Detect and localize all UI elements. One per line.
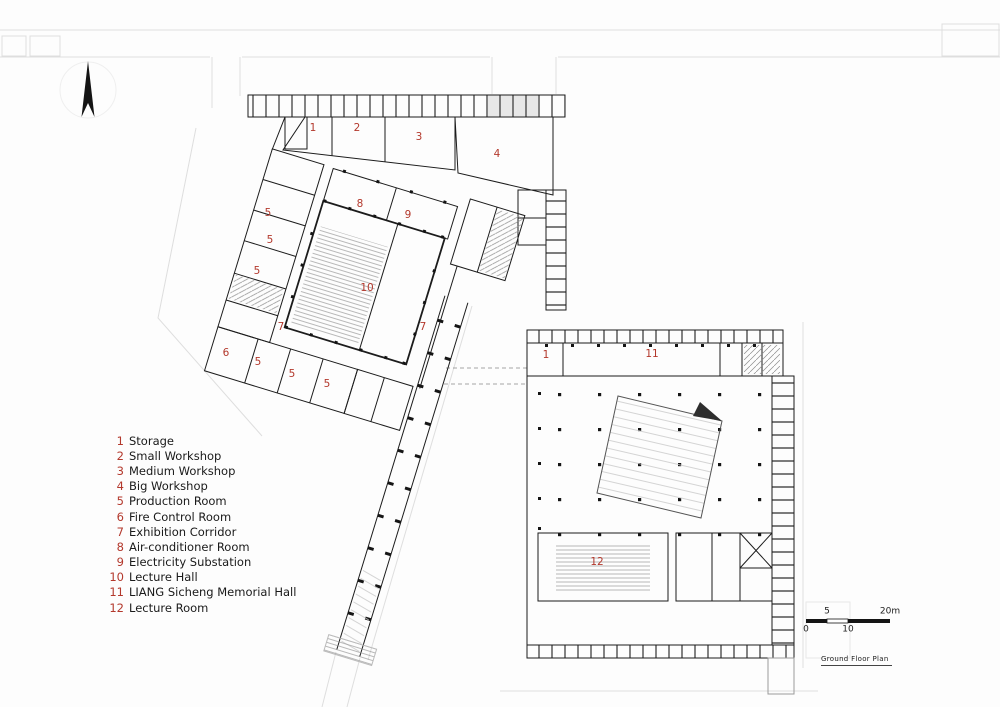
site-context-lines [0, 23, 1000, 707]
stair-hatch [228, 274, 284, 314]
legend-item-number: 3 [116, 463, 124, 478]
room-number-label: 7 [277, 320, 285, 333]
legend-item: 11 LIANG Sicheng Memorial Hall [108, 585, 296, 600]
lower-building [526, 329, 795, 695]
legend-item-number: 2 [116, 448, 124, 463]
bottom-wing-rooms [203, 326, 359, 415]
legend-item: 3 Medium Workshop [108, 463, 296, 478]
legend-item-label: Lecture Room [129, 600, 209, 615]
legend-item-number: 6 [116, 509, 124, 524]
legend-item-number: 12 [109, 600, 124, 615]
rooms-8-9-block [322, 167, 459, 240]
room-4-big-workshop [454, 116, 554, 196]
room-number-label: 5 [264, 206, 272, 219]
drawing-title: Ground Floor Plan [821, 655, 892, 666]
legend-item-label: Exhibition Corridor [129, 524, 237, 539]
legend-item-number: 7 [116, 524, 124, 539]
scale-label: 5 [824, 606, 830, 617]
legend-item-label: LIANG Sicheng Memorial Hall [129, 585, 297, 600]
room-number-label: 8 [356, 197, 364, 210]
room-number-label: 5 [323, 377, 331, 390]
room-number-label: 5 [253, 264, 261, 277]
room-number-label: 12 [590, 555, 604, 568]
room-number-label: 4 [493, 147, 501, 160]
legend-item-number: 10 [109, 570, 124, 585]
scale-label: 10 [842, 624, 854, 635]
legend-item: 10 Lecture Hall [108, 570, 296, 585]
room-number-label: 5 [254, 355, 262, 368]
legend-item-label: Storage [129, 433, 174, 448]
room-number-label: 6 [222, 346, 230, 359]
legend-item: 6 Fire Control Room [108, 509, 296, 524]
legend-item-label: Big Workshop [129, 479, 208, 494]
room-number-label: 5 [266, 233, 274, 246]
legend-item: 2 Small Workshop [108, 448, 296, 463]
scale-label: 20m [879, 606, 901, 617]
room-number-label: 1 [309, 121, 317, 134]
legend-item: 4 Big Workshop [108, 479, 296, 494]
legend-item-number: 1 [116, 433, 124, 448]
north-arrow-icon [59, 61, 117, 119]
legend-item: 8 Air-conditioner Room [108, 539, 296, 554]
upper-building [247, 94, 567, 385]
scale-label: 0 [803, 624, 809, 635]
legend-item: 12 Lecture Room [108, 600, 296, 615]
legend-item-number: 5 [116, 494, 124, 509]
room-number-label: 7 [419, 320, 427, 333]
legend-item-label: Medium Workshop [129, 463, 236, 478]
room-number-label: 5 [288, 367, 296, 380]
legend-item: 1 Storage [108, 433, 296, 448]
legend-item-label: Air-conditioner Room [129, 539, 250, 554]
legend-item-label: Lecture Hall [129, 570, 198, 585]
scale-bar [806, 618, 890, 624]
legend-item-label: Production Room [129, 494, 227, 509]
legend-item-label: Electricity Substation [129, 555, 252, 570]
right-colonnade-strip [771, 375, 795, 646]
legend-item-number: 4 [116, 479, 124, 494]
legend-item: 7 Exhibition Corridor [108, 524, 296, 539]
central-hall-volume [596, 395, 723, 519]
room-number-label: 2 [353, 121, 361, 134]
room-number-label: 9 [404, 208, 412, 221]
room-number-label: 1 [542, 348, 550, 361]
bottom-colonnade-band [526, 644, 795, 659]
room-12-lecture-room [537, 532, 669, 602]
legend-item-label: Fire Control Room [129, 509, 232, 524]
legend-item-number: 11 [109, 585, 124, 600]
room-number-label: 10 [360, 281, 374, 294]
lecture-room-seating-hatch [556, 545, 650, 593]
room-number-label: 11 [645, 347, 659, 360]
upper-building-rotated-wing [203, 148, 526, 667]
legend-item-number: 8 [116, 539, 124, 554]
lecture-hall-seating-hatch [290, 226, 388, 346]
legend-item-number: 9 [116, 555, 124, 570]
legend-item: 9 Electricity Substation [108, 555, 296, 570]
legend-item-label: Small Workshop [129, 448, 222, 463]
legend-item: 5 Production Room [108, 494, 296, 509]
room-number-label: 3 [415, 130, 423, 143]
